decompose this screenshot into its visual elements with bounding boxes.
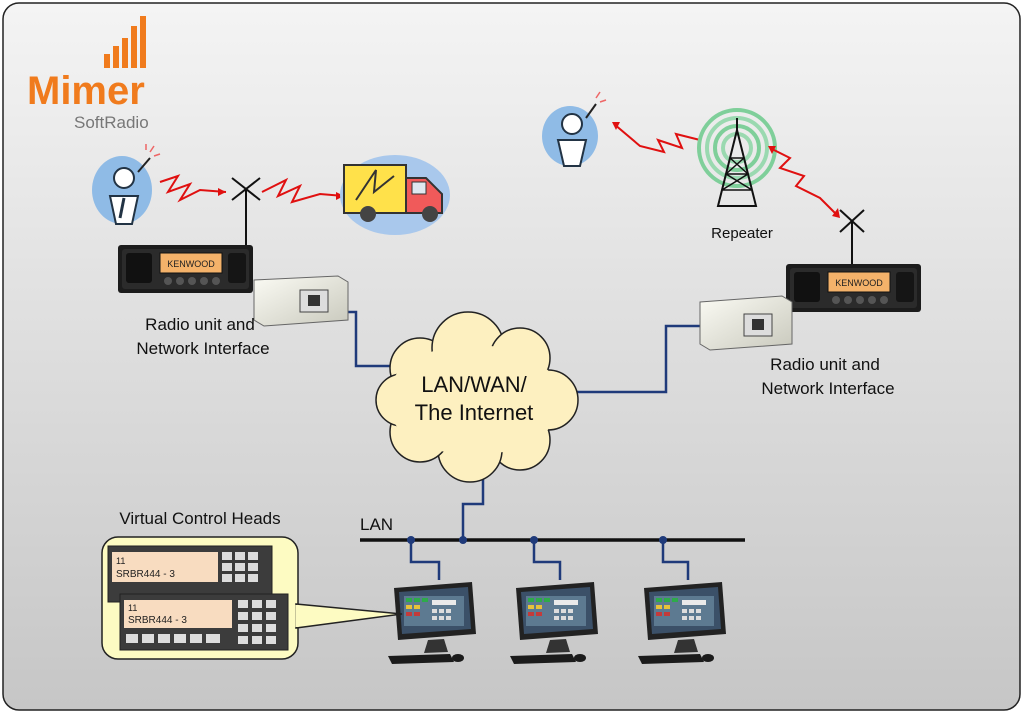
virtual-heads-label: Virtual Control Heads [119,509,280,528]
network-lines [346,310,745,580]
antenna-icon-left [231,177,261,245]
head2-id: SRBR444 - 3 [128,615,187,626]
repeater-label: Repeater [711,225,773,242]
antenna-icon-right [839,209,865,265]
network-interface-icon-left [253,275,349,327]
radio-right-label-1: Radio unit and [770,355,880,374]
radio-unit-icon-right: KENWOOD [785,263,922,313]
mimer-logo: Mimer SoftRadio [27,16,149,132]
repeater-tower-icon [697,108,777,207]
logo-text: Mimer [27,69,145,113]
truck-icon [340,155,450,235]
cloud-label-2: The Internet [415,400,534,425]
cloud-label-1: LAN/WAN/ [421,372,527,397]
radio-display: KENWOOD [167,259,215,269]
radio-unit-icon-left: KENWOOD [117,244,254,294]
internet-cloud: LAN/WAN/ The Internet [375,311,579,483]
head1-channel: 11 [116,556,125,566]
radio-left-label-1: Radio unit and [145,315,255,334]
head1-id: SRBR444 - 3 [116,569,175,580]
logo-subtitle: SoftRadio [74,113,149,132]
radio-user-icon-left [92,144,161,225]
head2-channel: 11 [128,603,137,613]
radio-user-icon-right [542,91,607,167]
radio-link [159,174,227,203]
radio-left-label-2: Network Interface [136,339,269,358]
radio-display-right: KENWOOD [835,278,883,288]
lan-label: LAN [360,515,393,534]
radio-right-label-2: Network Interface [761,379,894,398]
control-head-2: 11 SRBR444 - 3 [119,593,289,651]
control-head-1: 11 SRBR444 - 3 [107,545,273,603]
network-interface-icon-right [699,295,793,351]
